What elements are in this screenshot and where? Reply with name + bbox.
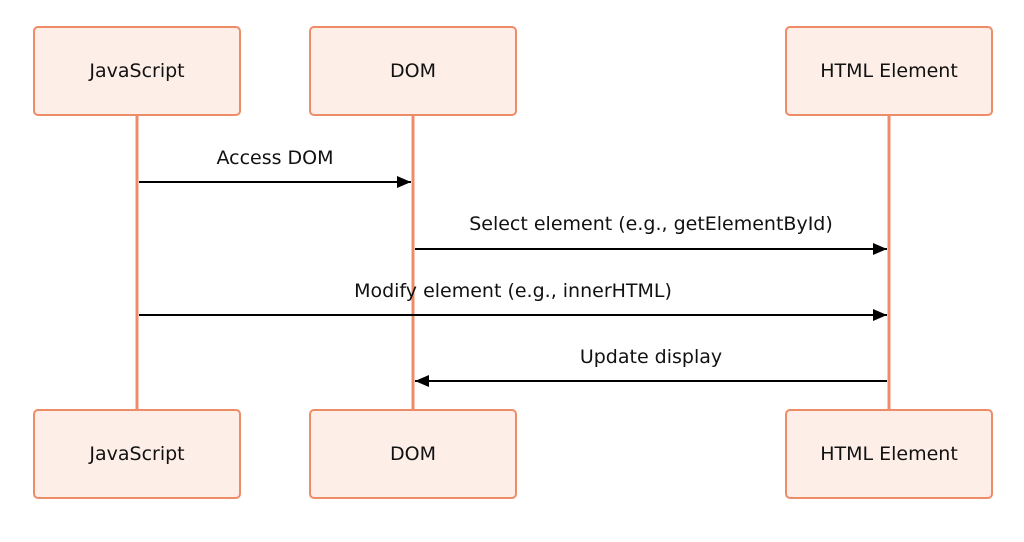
participant-label: HTML Element <box>820 443 958 465</box>
participant-label: HTML Element <box>820 60 958 82</box>
participant-javascript-bottom: JavaScript <box>33 409 241 499</box>
message-label-access-dom: Access DOM <box>216 147 334 169</box>
participant-dom-bottom: DOM <box>309 409 517 499</box>
message-label-modify-element: Modify element (e.g., innerHTML) <box>354 280 672 302</box>
participant-dom-top: DOM <box>309 26 517 116</box>
participant-html-element-top: HTML Element <box>785 26 993 116</box>
message-label-select-element: Select element (e.g., getElementById) <box>469 213 833 235</box>
participant-label: JavaScript <box>89 60 185 82</box>
participant-html-element-bottom: HTML Element <box>785 409 993 499</box>
participant-javascript-top: JavaScript <box>33 26 241 116</box>
participant-label: DOM <box>390 443 436 465</box>
participant-label: JavaScript <box>89 443 185 465</box>
participant-label: DOM <box>390 60 436 82</box>
message-label-update-display: Update display <box>579 346 723 368</box>
